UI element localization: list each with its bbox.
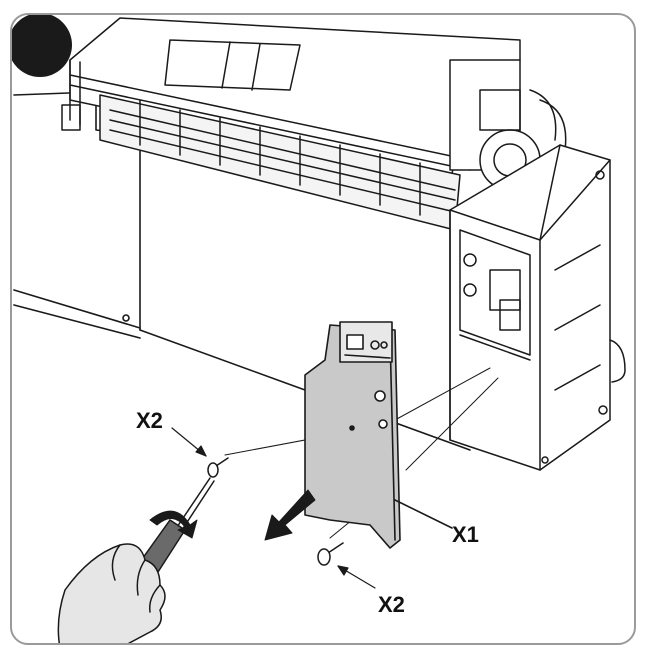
callout-label-x2-right: X2	[378, 592, 405, 617]
control-box-cover-x1	[304, 321, 453, 549]
callout-leaders	[171, 427, 376, 589]
rotate-arrow-icon	[149, 510, 198, 539]
hand-holding-screwdriver	[57, 543, 166, 643]
indoor-unit-chassis	[61, 17, 521, 231]
electrical-box	[449, 144, 626, 471]
callout-label-x2-left: X2	[136, 408, 163, 433]
screw-x2-right	[317, 542, 344, 566]
step-badge	[12, 15, 72, 77]
screw-x2-left	[207, 457, 229, 478]
pull-direction-arrow	[264, 489, 316, 541]
callout-label-x1: X1	[452, 522, 479, 547]
